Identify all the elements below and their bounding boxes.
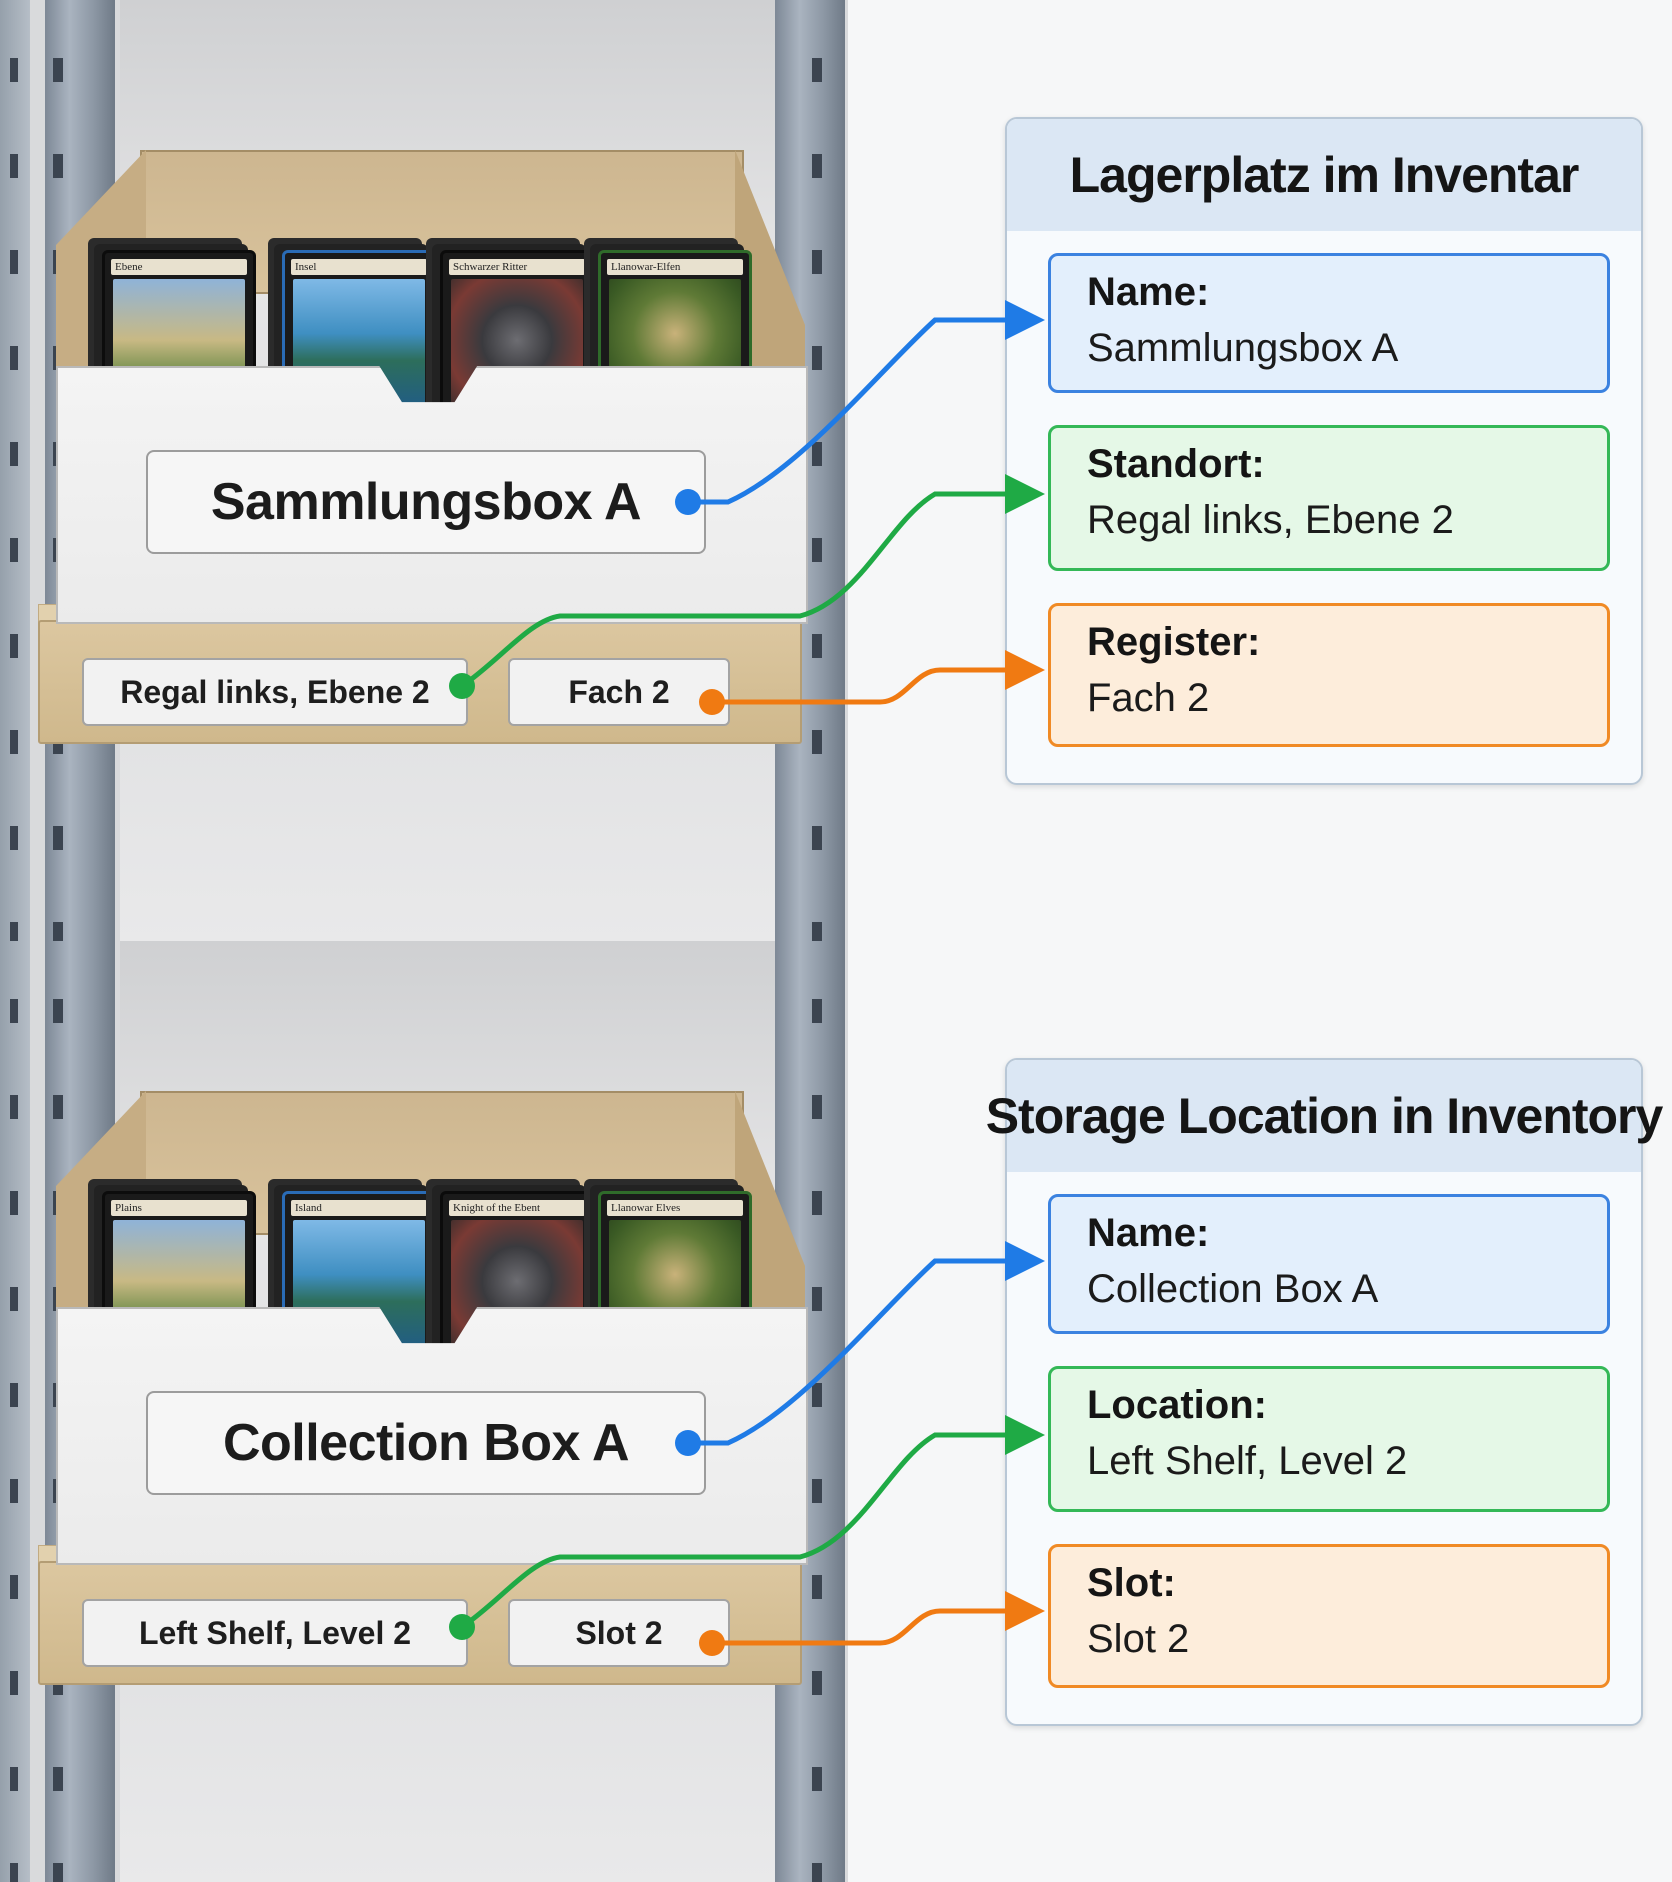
field-value: Slot 2 xyxy=(1087,1617,1190,1661)
field-label: Name: xyxy=(1087,1211,1210,1255)
card-title: Schwarzer Ritter xyxy=(449,259,585,275)
card-title: Insel xyxy=(291,259,427,275)
field-name: Name: Sammlungsbox A xyxy=(1048,253,1610,393)
field-label: Name: xyxy=(1087,270,1210,314)
post-holes xyxy=(812,0,822,941)
post-holes xyxy=(812,941,822,1882)
field-value: Left Shelf, Level 2 xyxy=(1087,1439,1408,1483)
card-title: Plains xyxy=(111,1200,247,1216)
field-value: Regal links, Ebene 2 xyxy=(1087,498,1454,542)
card-title: Ebene xyxy=(111,259,247,275)
field-location: Standort: Regal links, Ebene 2 xyxy=(1048,425,1610,571)
shelf-tag-slot: Fach 2 xyxy=(508,658,730,726)
shelf-tag-slot: Slot 2 xyxy=(508,1599,730,1667)
box-label: Collection Box A xyxy=(146,1391,706,1495)
inventory-panel: Storage Location in Inventory Name: Coll… xyxy=(986,1058,1663,1726)
card-title: Island xyxy=(291,1200,427,1216)
card-title: Knight of the Ebent xyxy=(449,1200,585,1216)
shelf-unit: Ebene Insel Schwarzer Ritter Llanowar-El… xyxy=(0,0,848,941)
inventory-panel: Lagerplatz im Inventar Name: Sammlungsbo… xyxy=(1005,117,1643,785)
post-holes xyxy=(10,941,18,1882)
card-title: Llanowar Elves xyxy=(607,1200,743,1216)
post-holes xyxy=(10,0,18,941)
field-label: Standort: xyxy=(1087,442,1265,486)
panel-title: Lagerplatz im Inventar xyxy=(1007,119,1641,231)
field-value: Sammlungsbox A xyxy=(1087,326,1399,370)
field-location: Location: Left Shelf, Level 2 xyxy=(1048,1366,1610,1512)
field-slot: Slot: Slot 2 xyxy=(1048,1544,1610,1688)
field-slot: Register: Fach 2 xyxy=(1048,603,1610,747)
panel-title: Storage Location in Inventory xyxy=(986,1060,1663,1172)
field-value: Fach 2 xyxy=(1087,676,1210,720)
field-label: Slot: xyxy=(1087,1561,1176,1605)
field-label: Register: xyxy=(1087,620,1261,664)
scene-english: Plains Island Knight of the Ebent Llanow… xyxy=(0,941,1672,1882)
field-label: Location: xyxy=(1087,1383,1267,1427)
field-name: Name: Collection Box A xyxy=(1048,1194,1610,1334)
field-value: Collection Box A xyxy=(1087,1267,1379,1311)
shelf-unit: Plains Island Knight of the Ebent Llanow… xyxy=(0,941,848,1882)
shelf-tag-location: Left Shelf, Level 2 xyxy=(82,1599,468,1667)
box-label: Sammlungsbox A xyxy=(146,450,706,554)
scene-german: Ebene Insel Schwarzer Ritter Llanowar-El… xyxy=(0,0,1643,941)
shelf-tag-location: Regal links, Ebene 2 xyxy=(82,658,468,726)
card-title: Llanowar-Elfen xyxy=(607,259,743,275)
